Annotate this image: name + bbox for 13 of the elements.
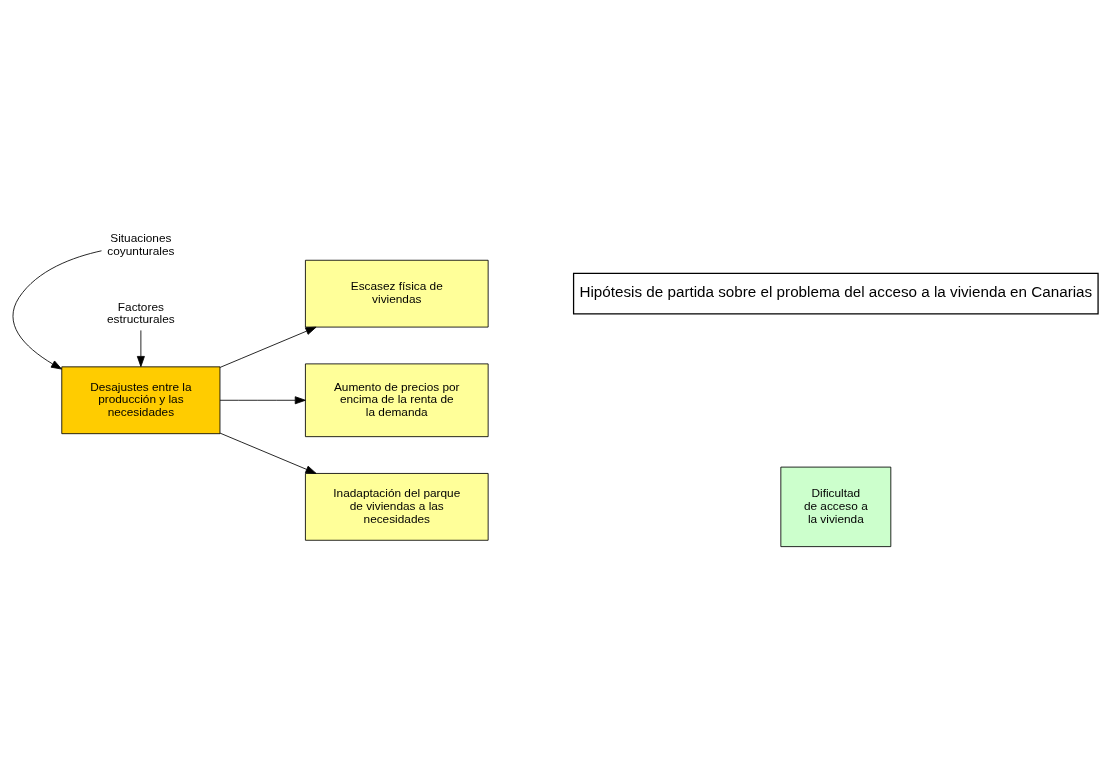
node-box: Hipótesis de partida sobre el problema del acceso a la vivienda en Canarias [572, 272, 1099, 315]
arrow [12, 250, 102, 370]
node-text: Factores estructurales [107, 299, 175, 327]
node-box: Aumento de precios por encima de la renta de la demanda [305, 363, 489, 438]
node-box: Escasez física de viviendas [305, 259, 489, 328]
node-box: Dificultad de acceso a la vivienda [780, 466, 892, 548]
node-box: Inadaptación del parque de viviendas a las necesidades [305, 473, 489, 541]
arrow [219, 326, 317, 368]
arrow [136, 330, 145, 367]
node-text: Situaciones coyunturales [107, 231, 175, 258]
node-box: Desajustes entre la producción y las necesidades [61, 366, 221, 435]
arrow [219, 432, 317, 474]
arrow [219, 396, 306, 405]
